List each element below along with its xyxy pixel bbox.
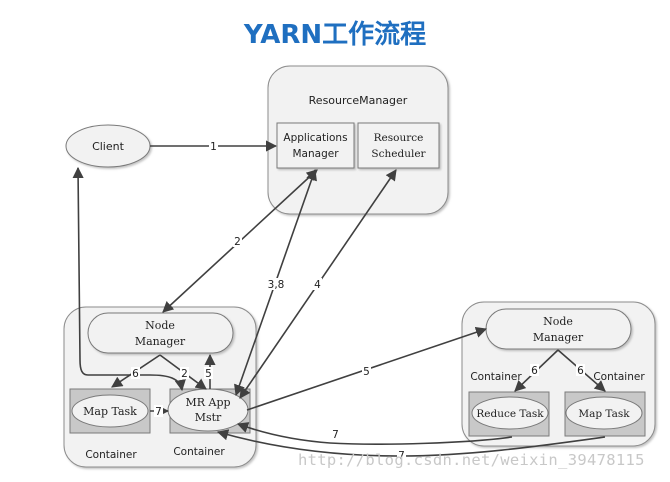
edge-label-3-8: 3,8 (268, 279, 285, 291)
edge-label-4: 4 (314, 279, 321, 291)
edge-7-reduce (236, 422, 513, 445)
reduce-task-label: Reduce Task (476, 408, 544, 420)
map-task-left (71, 394, 149, 428)
edge-label-7-map-right: 7 (398, 450, 405, 462)
client-node: Client (65, 124, 151, 168)
left-node-manager-label-1: Node (145, 319, 175, 332)
edge-label-6-left: 6 (132, 368, 139, 380)
edge-client-mstr (72, 166, 186, 392)
edge-label-2-rm: 2 (234, 236, 241, 248)
resource-scheduler-box (357, 122, 440, 169)
resource-manager-label: ResourceManager (309, 94, 408, 107)
right-node-manager-label-2: Manager (533, 331, 584, 344)
container-label-4: Container (593, 371, 645, 383)
map-task-right (565, 396, 643, 430)
container-label-2: Container (173, 446, 225, 458)
applications-manager-label-2: Manager (292, 148, 339, 160)
container-label-3: Container (470, 371, 522, 383)
resource-scheduler-label-1: Resource (374, 132, 424, 144)
applications-manager-label-1: Applications (283, 132, 347, 144)
edge-label-7-left: 7 (155, 406, 162, 418)
right-node-panel: Node Manager Container Container Reduce … (461, 301, 656, 447)
edge-label-2-nm: 2 (181, 368, 188, 380)
resource-scheduler-label-2: Scheduler (371, 148, 426, 160)
edge-label-7-reduce: 7 (332, 429, 339, 441)
left-node-manager-label-2: Manager (135, 335, 186, 348)
left-node-panel: Node Manager Map Task MR App Mstr Contai… (63, 306, 257, 468)
client-label: Client (92, 140, 125, 153)
container-label-1: Container (85, 449, 137, 461)
edge-label-5-left: 5 (205, 368, 212, 380)
edge-label-6-reduce: 6 (531, 365, 538, 377)
edge-label-5-right: 5 (363, 366, 370, 378)
mr-app-mstr-label-1: MR App (185, 396, 230, 409)
resource-manager-panel: ResourceManager Applications Manager Res… (267, 65, 449, 215)
applications-manager-box (276, 122, 355, 169)
edge-label-1: 1 (210, 141, 217, 153)
edge-label-6-map-right: 6 (577, 365, 584, 377)
diagram-title: YARN工作流程 (243, 20, 427, 50)
right-node-manager-label-1: Node (543, 315, 573, 328)
map-task-left-label: Map Task (83, 405, 137, 418)
mr-app-mstr-label-2: Mstr (195, 411, 222, 424)
watermark: http://blog.csdn.net/weixin_39478115 (298, 451, 645, 469)
reduce-task (471, 396, 549, 430)
map-task-right-label: Map Task (578, 408, 630, 420)
